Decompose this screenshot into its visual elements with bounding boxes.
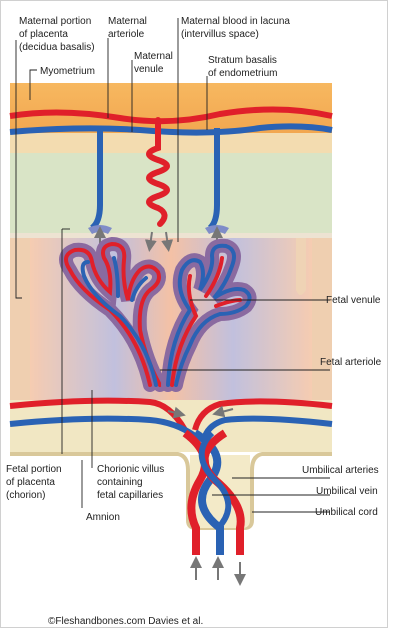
maternal-artery-band — [9, 106, 333, 125]
label-fetal-venule: Fetal venule — [326, 295, 381, 306]
label-fetal-portion: Fetal portion — [6, 464, 62, 475]
label-maternal-blood: Maternal blood in lacuna — [181, 16, 290, 27]
label-chorionic-villus-3: fetal capillaries — [97, 490, 163, 501]
label-maternal-blood-2: (intervillus space) — [181, 29, 259, 40]
label-chorionic-villus-2: containing — [97, 477, 143, 488]
label-umbilical-cord: Umbilical cord — [315, 507, 378, 518]
label-stratum-basalis-2: of endometrium — [208, 68, 277, 79]
label-maternal-venule: Maternal — [134, 51, 173, 62]
maternal-spiral-arteriole — [146, 117, 170, 227]
labels: Maternal portion of placenta (decidua ba… — [6, 16, 382, 627]
label-stratum-basalis: Stratum basalis — [208, 55, 277, 66]
chorionic-plate-vein — [9, 415, 197, 439]
chorionic-villus-right — [161, 238, 257, 392]
label-umbilical-vein: Umbilical vein — [316, 486, 378, 497]
label-maternal-portion-2: of placenta — [19, 29, 68, 40]
label-maternal-portion-3: (decidua basalis) — [19, 42, 95, 53]
stratum-basalis-layer — [10, 133, 332, 153]
label-maternal-arteriole: Maternal — [108, 16, 147, 27]
label-amnion: Amnion — [86, 512, 120, 523]
copyright-notice: ©Fleshandbones.com Davies et al. — [48, 616, 203, 627]
label-maternal-portion: Maternal portion — [19, 16, 91, 27]
amnion-membrane — [10, 452, 332, 530]
label-fetal-arteriole: Fetal arteriole — [320, 357, 382, 368]
chorionic-villus-left — [59, 236, 167, 392]
label-fetal-portion-2: of placenta — [6, 477, 55, 488]
endometrium-layer — [10, 153, 332, 233]
label-myometrium: Myometrium — [40, 66, 95, 77]
umbilical-vessels — [182, 429, 245, 555]
label-fetal-portion-3: (chorion) — [6, 490, 45, 501]
label-chorionic-villus: Chorionic villus — [97, 464, 164, 475]
label-maternal-venule-2: venule — [134, 64, 164, 75]
leader-lines — [15, 18, 330, 513]
label-maternal-arteriole-2: arteriole — [108, 29, 145, 40]
label-umbilical-arteries: Umbilical arteries — [302, 465, 379, 476]
maternal-vein-band — [9, 123, 333, 136]
